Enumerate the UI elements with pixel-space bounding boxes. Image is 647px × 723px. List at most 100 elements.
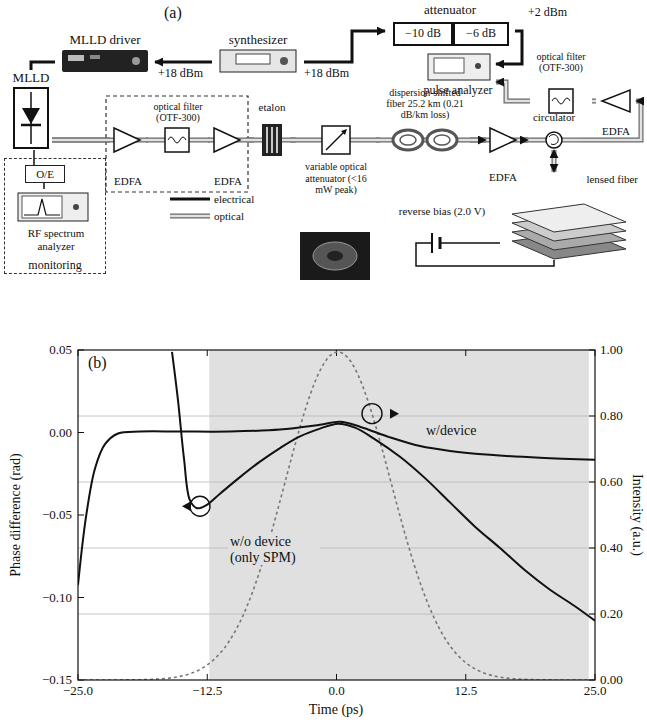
electrical-link (304, 31, 385, 62)
laser-diode-icon (14, 88, 48, 148)
node-label: −10 dB (405, 27, 441, 40)
legend-entry: electrical (170, 193, 254, 205)
axis-ticks (78, 432, 84, 433)
attenuator-group: attenuator−10 dB−6 dB (385, 2, 515, 50)
axis-ticks (589, 416, 595, 417)
tick-label: 0.80 (600, 409, 623, 424)
axis-ticks (589, 482, 595, 483)
connector-line (52, 138, 110, 143)
fiber-coil (393, 130, 457, 150)
node-label: optical filter (OTF-300) (150, 101, 206, 123)
tick-label: 0.20 (600, 607, 623, 622)
connector-head (146, 140, 148, 141)
driver-icon (132, 57, 140, 65)
tick-label: 0.00 (49, 425, 72, 440)
device-chip (512, 204, 626, 232)
optical-path (562, 139, 580, 142)
connector-line (592, 99, 596, 104)
spectrum-analyzer-icon (24, 199, 60, 215)
etalon-symbol (276, 127, 278, 153)
connector-line (43, 183, 45, 189)
variable-attenuator: variable optical attenuator (<16 mW peak… (296, 124, 376, 196)
legend-line-sample (170, 194, 210, 204)
connector-head (44, 183, 45, 189)
connector-head (304, 31, 385, 62)
spectrum-analyzer-icon (18, 193, 88, 221)
spectrum-analyzer-icon (22, 196, 62, 218)
connector-line (580, 101, 641, 140)
connector-head (246, 140, 254, 141)
attenuator-box: −6 dB (453, 22, 509, 46)
connector-head (488, 243, 500, 244)
synthesizer-unit: synthesizer (212, 32, 304, 76)
axis-ticks (78, 350, 595, 680)
connector-line (553, 150, 556, 172)
axis-title: Phase difference (rad) (8, 453, 24, 576)
connector-line (52, 139, 110, 142)
curves (78, 352, 595, 680)
fiber-coil (400, 135, 416, 145)
circulator-symbol (546, 132, 562, 148)
circulator-symbol (549, 135, 558, 145)
circulator-symbol (546, 132, 562, 148)
plot-frame (78, 350, 595, 680)
legend-line-sample (170, 214, 210, 219)
electrical-link (31, 62, 55, 70)
legend-entry: optical (170, 210, 244, 222)
amplifier-symbol (214, 128, 240, 152)
pulse-analyzer-icon (475, 63, 481, 69)
optical-link (290, 140, 296, 141)
connector-line (246, 139, 254, 142)
axis-ticks (207, 350, 208, 356)
connector-head (520, 140, 528, 141)
connector-line (31, 62, 55, 70)
attenuator-symbol (322, 126, 350, 154)
axis-ticks (336, 350, 337, 356)
pulse-analyzer-icon (428, 54, 490, 80)
axis-ticks (78, 515, 84, 516)
node-label: EDFA (114, 175, 142, 187)
connector-head (554, 150, 555, 172)
node-label: MLLD (13, 71, 50, 86)
curve-label: w/device (424, 423, 479, 439)
connector-line (290, 139, 296, 142)
node-label: circulator (533, 111, 575, 123)
monitoring-group: monitoringO/ERF spectrum analyzer (4, 158, 106, 274)
etalon-symbol (266, 127, 268, 153)
grid-line (78, 416, 595, 417)
connector-head (376, 140, 380, 141)
fiber-coil (427, 130, 457, 150)
node-label: dispersion-shifted fiber 25.2 km (0.21 d… (382, 87, 468, 121)
amplifier-group-outline (106, 96, 248, 192)
curve-label: w/o device (only SPM) (228, 534, 320, 565)
tick-label: 0.0 (328, 684, 344, 699)
attenuator-box: −10 dB (393, 22, 453, 46)
spectrum-analyzer-icon (73, 204, 79, 210)
filter-symbol (165, 128, 189, 152)
connector-line (208, 138, 210, 143)
node-label: reverse bias (2.0 V) (399, 205, 486, 217)
circulator: circulator (528, 110, 580, 150)
tick-label: −12.5 (192, 684, 222, 699)
connector-head (592, 101, 596, 102)
connector-line (208, 139, 210, 142)
connector-line (246, 138, 254, 143)
tick-label: 0.05 (49, 343, 72, 358)
node-label: monitoring (28, 259, 81, 272)
fiber-photo (313, 242, 357, 270)
amplifier: EDFA (110, 124, 146, 188)
connector-line (520, 139, 528, 142)
optical-filter: optical filter (OTF-300) (530, 50, 592, 116)
tick-label: 12.5 (454, 684, 477, 699)
node-label: −6 dB (466, 27, 496, 40)
axis-callout (182, 501, 191, 511)
optical-link (496, 82, 530, 101)
synthesizer-icon (220, 50, 296, 72)
signal-level: +18 dBm (158, 67, 203, 80)
driver-unit: MLLD driver (55, 32, 155, 76)
laser-diode-icon (14, 88, 48, 148)
bias-source: reverse bias (2.0 V) (396, 204, 488, 254)
axis-ticks (336, 674, 337, 680)
